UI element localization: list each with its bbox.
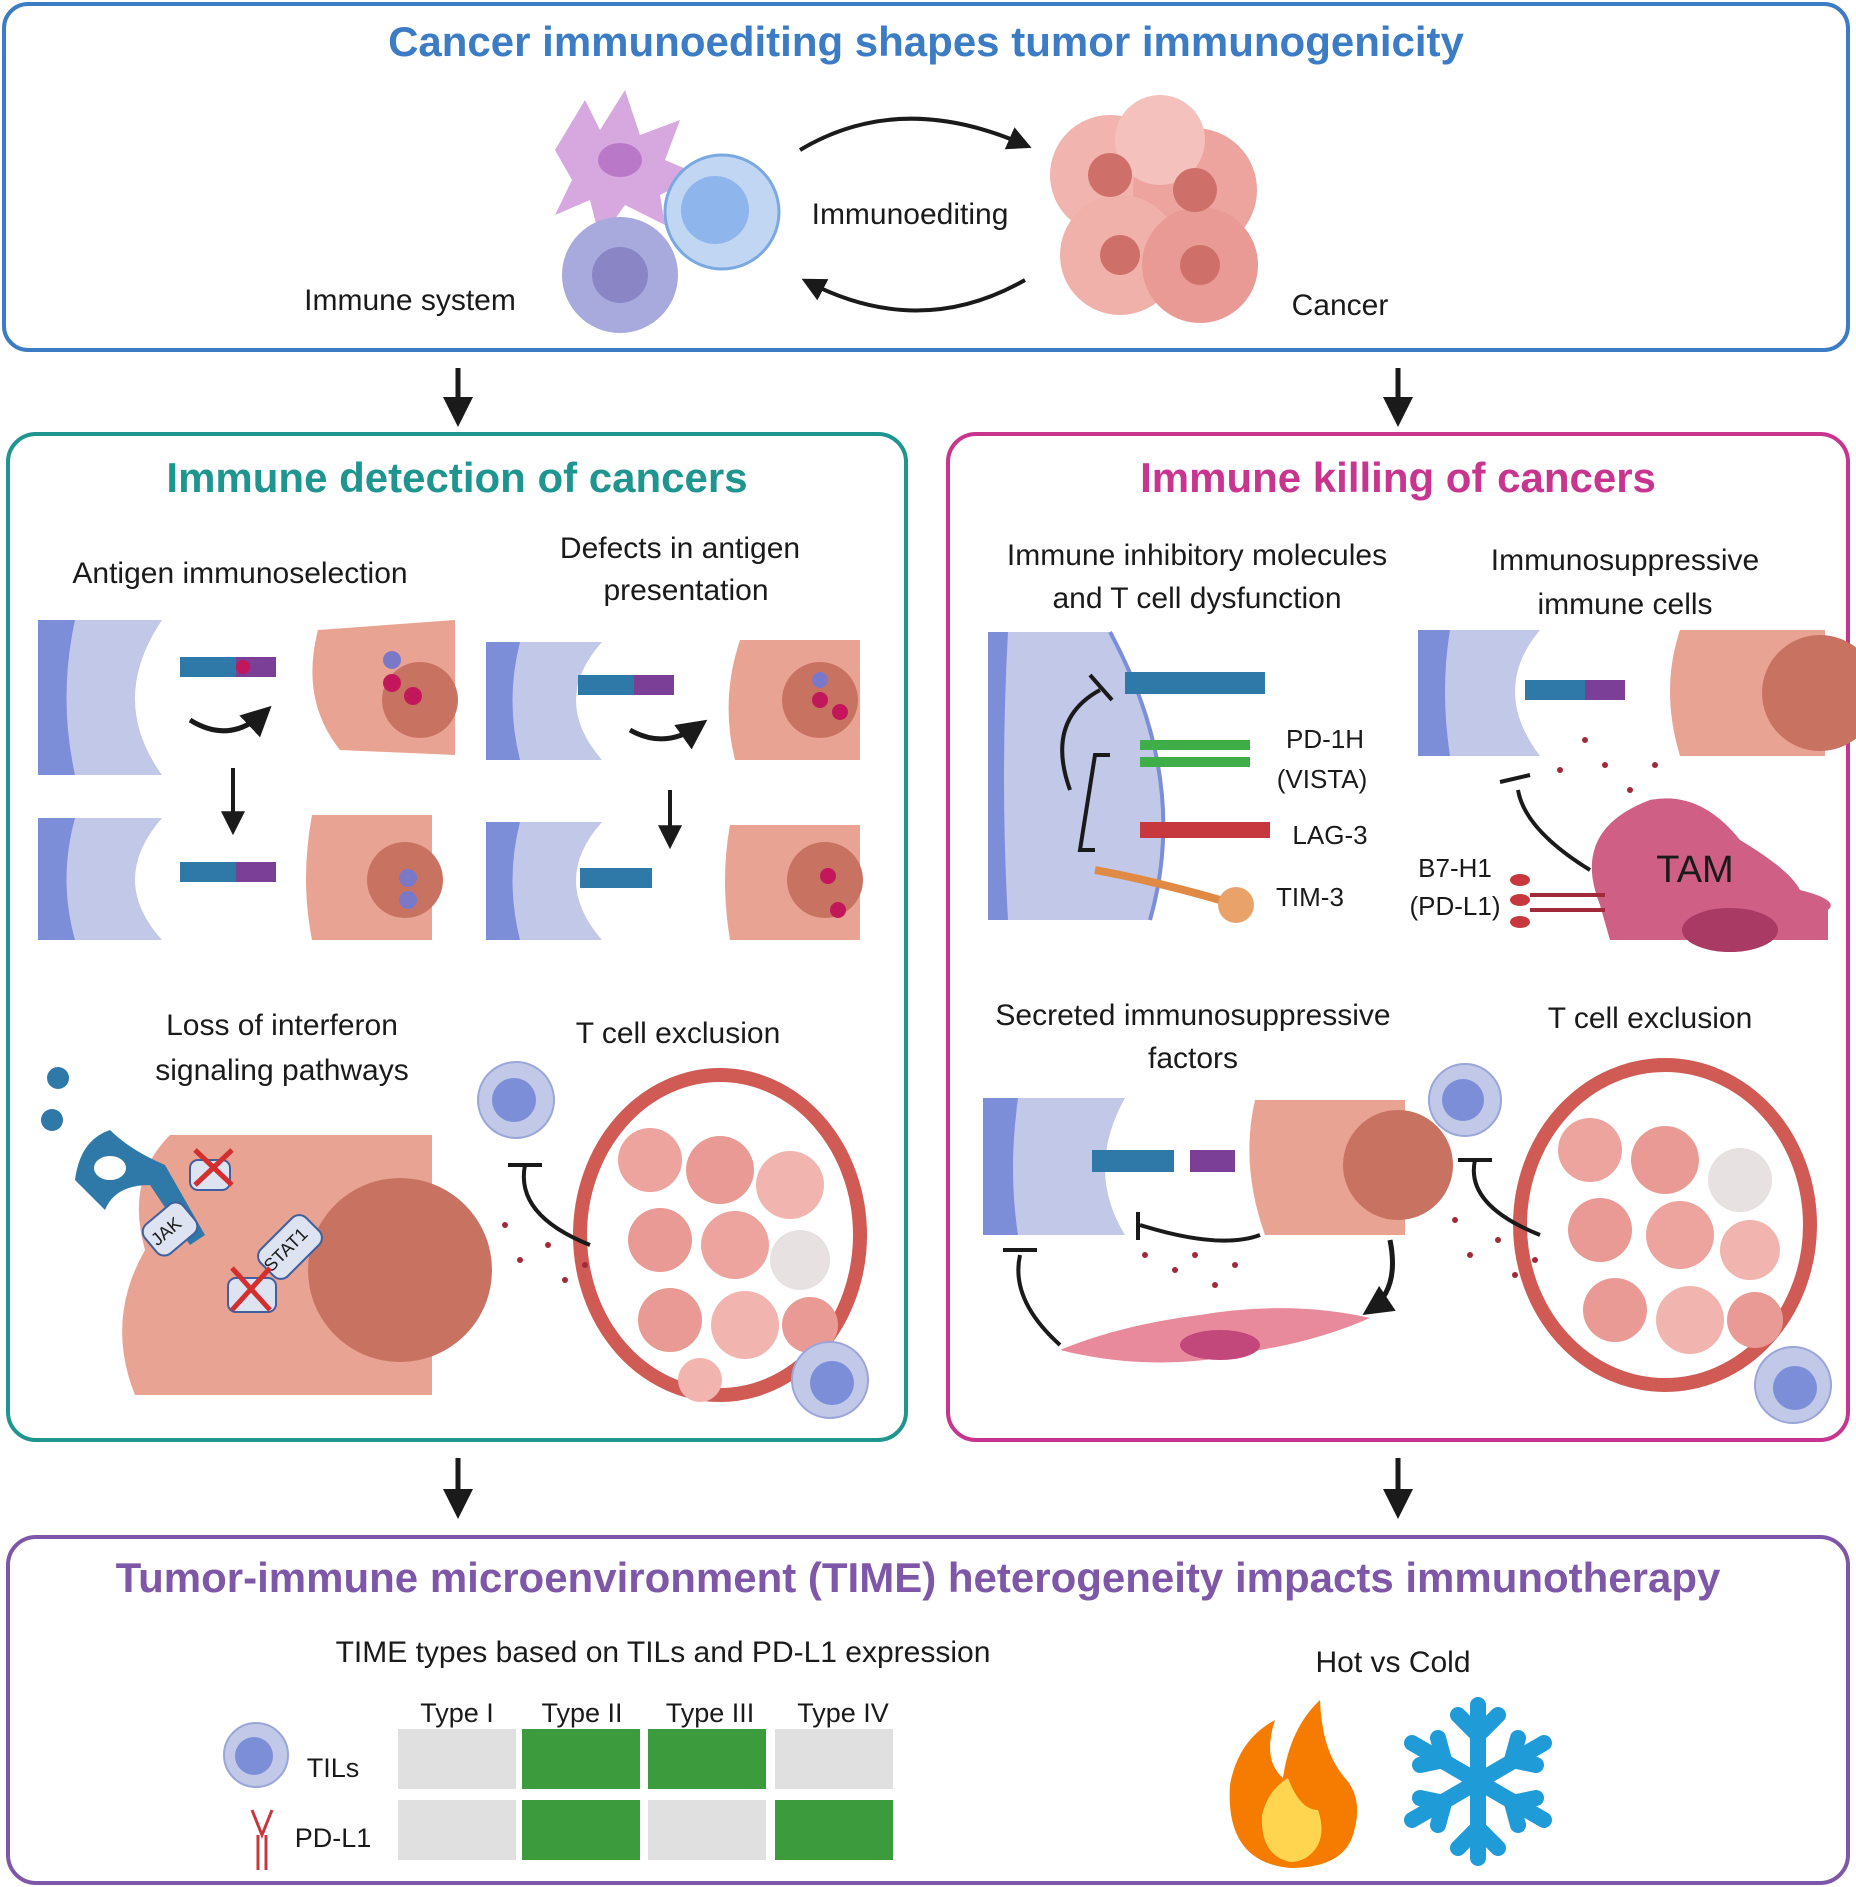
time-panel-border — [6, 1535, 1850, 1885]
col-header-1: Type I — [420, 1698, 494, 1728]
col-header-4: Type IV — [797, 1698, 889, 1728]
secreted-label-line1: Secreted immunosuppressive — [995, 999, 1390, 1032]
top-panel-border — [2, 2, 1850, 352]
defects-label-line2: presentation — [603, 574, 768, 607]
grid-cell-pdl1-type-2 — [522, 1800, 640, 1860]
grid-cell-pdl1-type-3 — [648, 1800, 766, 1860]
immunoediting-arrow-forward — [798, 116, 1032, 152]
suppressive-label-line1: Immunosuppressive — [1491, 544, 1759, 577]
immune-system-label: Immune system — [304, 284, 516, 317]
grid-cell-pdl1-type-1 — [398, 1800, 516, 1860]
pdl1-paren-label: (PD-L1) — [1409, 891, 1500, 921]
tils-icon — [223, 1722, 289, 1788]
snowflake-icon — [1404, 1697, 1552, 1866]
suppressive-diagram: TAM B7-H1 (PD-L1) — [1409, 630, 1856, 952]
b7h1-label: B7-H1 — [1418, 853, 1492, 883]
defects-label-line1: Defects in antigen — [560, 532, 800, 565]
top-panel: Cancer immunoediting shapes tumor immuno… — [2, 2, 1850, 352]
tam-label: TAM — [1656, 849, 1733, 891]
inhibitory-diagram: PD-1H (VISTA) LAG-3 TIM-3 — [988, 631, 1368, 923]
tim3-label: TIM-3 — [1276, 882, 1344, 912]
detection-panel-border — [6, 432, 908, 1442]
secreted-diagram — [983, 1098, 1453, 1363]
suppressive-label-line2: immune cells — [1537, 588, 1712, 621]
time-title: Tumor-immune microenvironment (TIME) het… — [116, 1554, 1721, 1601]
immunoediting-arrow-back — [801, 278, 1026, 313]
interferon-diagram: JAK STAT1 — [41, 1067, 492, 1395]
col-header-2: Type II — [541, 1698, 622, 1728]
pd1h-label: PD-1H — [1286, 724, 1364, 754]
lag3-label: LAG-3 — [1292, 820, 1367, 850]
detection-exclusion-label: T cell exclusion — [576, 1017, 781, 1050]
vista-label: (VISTA) — [1277, 764, 1368, 794]
grid-cell-tils-type-2 — [522, 1729, 640, 1789]
time-subtitle: TIME types based on TILs and PD-L1 expre… — [336, 1636, 991, 1669]
interferon-label-line1: Loss of interferon — [166, 1009, 398, 1042]
cancer-label: Cancer — [1292, 289, 1389, 322]
jak-box-1 — [141, 1201, 199, 1257]
macrophage-cell — [562, 217, 678, 333]
killing-exclusion-diagram — [1428, 1058, 1832, 1424]
killing-title: Immune killing of cancers — [1140, 454, 1656, 501]
detection-exclusion-diagram — [477, 1061, 869, 1419]
immunoediting-label: Immunoediting — [812, 198, 1009, 231]
time-panel: Tumor-immune microenvironment (TIME) het… — [6, 1535, 1850, 1885]
grid-cell-tils-type-4 — [775, 1729, 893, 1789]
top-title: Cancer immunoediting shapes tumor immuno… — [388, 18, 1464, 65]
secreted-label-line2: factors — [1148, 1042, 1238, 1075]
t-cell — [663, 153, 781, 271]
row-label-tils: TILs — [307, 1753, 360, 1783]
hot-vs-cold-label: Hot vs Cold — [1315, 1646, 1470, 1679]
inhibitory-label-line1: Immune inhibitory molecules — [1007, 539, 1387, 572]
grid-cell-tils-type-1 — [398, 1729, 516, 1789]
row-label-pdl1: PD-L1 — [295, 1823, 372, 1853]
defects-diagram — [486, 640, 863, 940]
inhibitory-label-line2: and T cell dysfunction — [1052, 582, 1341, 615]
antigen-immunoselection-label: Antigen immunoselection — [72, 557, 407, 590]
pdl1-antibody-icon — [250, 1809, 274, 1870]
cancer-cluster — [1050, 95, 1258, 323]
detection-panel: Immune detection of cancers Antigen immu… — [6, 432, 908, 1442]
detection-title: Immune detection of cancers — [166, 454, 747, 501]
flame-icon — [1229, 1700, 1358, 1868]
killing-panel: Immune killing of cancers Immune inhibit… — [946, 432, 1856, 1442]
dendritic-cell — [555, 90, 700, 240]
grid-cell-pdl1-type-4 — [775, 1800, 893, 1860]
killing-exclusion-label: T cell exclusion — [1548, 1002, 1753, 1035]
time-type-grid — [398, 1729, 893, 1860]
grid-cell-tils-type-3 — [648, 1729, 766, 1789]
col-header-3: Type III — [666, 1698, 755, 1728]
killing-panel-border — [946, 432, 1850, 1442]
interferon-label-line2: signaling pathways — [155, 1054, 409, 1087]
antigen-immunoselection-diagram — [38, 620, 458, 940]
